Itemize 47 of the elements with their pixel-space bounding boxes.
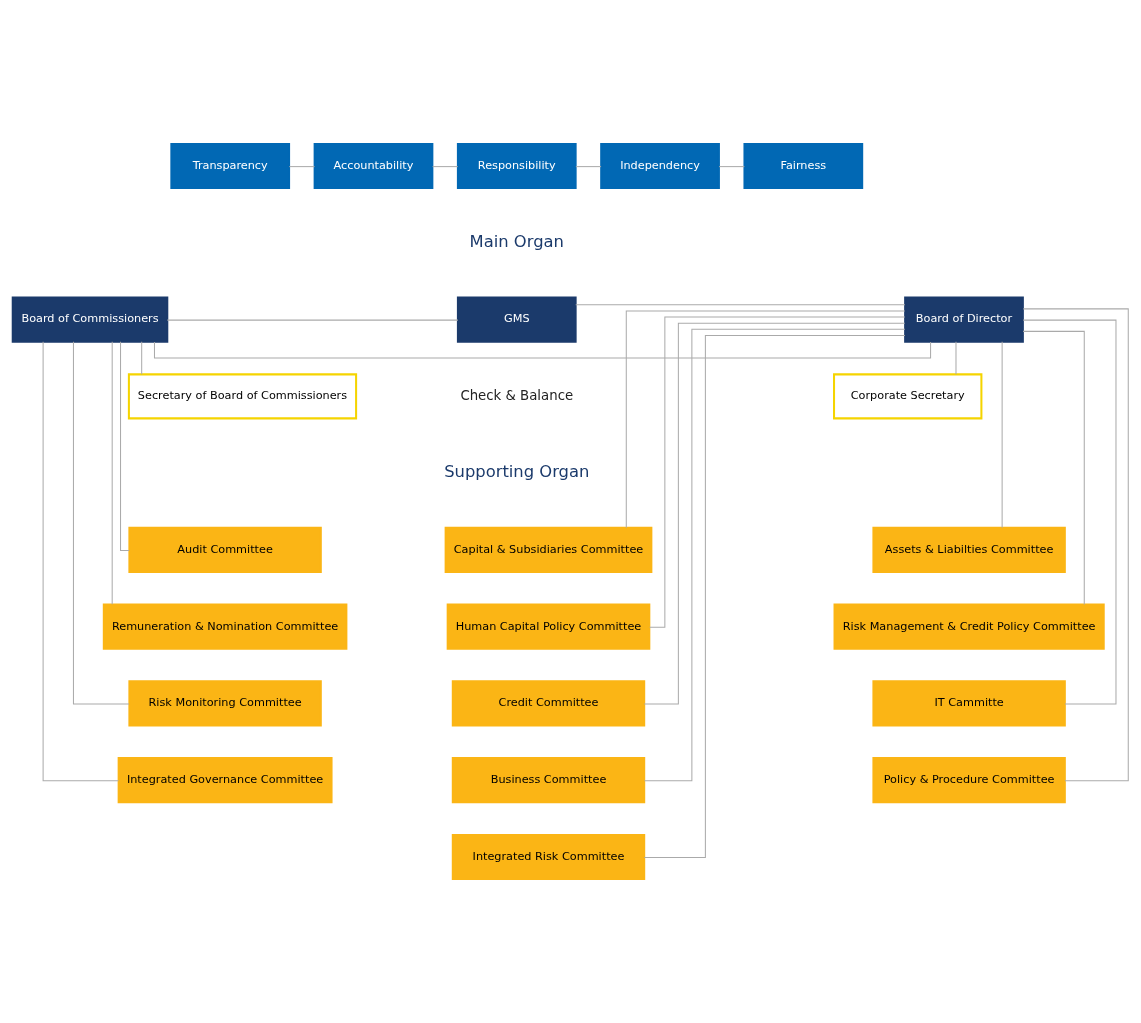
node-box: Risk Management & Credit Policy Committee bbox=[833, 603, 1105, 650]
connector bbox=[1022, 330, 1085, 605]
node-box: Responsibility bbox=[456, 143, 577, 190]
connector bbox=[643, 322, 906, 705]
connector bbox=[141, 341, 143, 375]
node-box: Capital & Subsidiaries Committee bbox=[444, 526, 653, 573]
node-box: Board of Director bbox=[904, 296, 1024, 343]
connector bbox=[153, 341, 932, 359]
connector bbox=[1001, 341, 1003, 529]
connector bbox=[1022, 319, 1117, 705]
node-box: Secretary of Board of Commissioners bbox=[127, 373, 358, 420]
connector bbox=[718, 166, 745, 168]
connector bbox=[120, 341, 130, 551]
connector bbox=[166, 319, 459, 321]
label: Main Organ bbox=[469, 231, 564, 251]
node-box: Audit Committee bbox=[128, 526, 322, 573]
node-box: Business Committee bbox=[451, 757, 646, 804]
node-box: Policy & Procedure Committee bbox=[872, 757, 1066, 804]
label: Check & Balance bbox=[460, 387, 574, 403]
node-box: Fairness bbox=[743, 143, 864, 190]
node-box: Independency bbox=[600, 143, 720, 190]
node-box: Assets & Liabilties Committee bbox=[872, 526, 1066, 573]
node-box: Transparency bbox=[170, 143, 291, 190]
connector bbox=[955, 341, 957, 375]
node-box: Integrated Risk Committee bbox=[451, 833, 646, 880]
node-box: Credit Committee bbox=[451, 680, 646, 727]
node-box: Risk Monitoring Committee bbox=[128, 680, 322, 727]
node-box: Accountability bbox=[313, 143, 434, 190]
node-box: Board of Commissioners bbox=[11, 296, 169, 343]
connector bbox=[643, 334, 906, 858]
node-box: Integrated Governance Committee bbox=[117, 757, 333, 804]
connector bbox=[644, 328, 906, 782]
connector bbox=[288, 166, 316, 168]
node-box: Human Capital Policy Committee bbox=[446, 603, 651, 650]
node-box: GMS bbox=[456, 296, 577, 343]
connector bbox=[72, 341, 130, 705]
node-box: Remuneration & Nomination Committee bbox=[102, 603, 348, 650]
node-box: IT Cammitte bbox=[872, 680, 1066, 727]
connector bbox=[42, 341, 119, 782]
connector bbox=[1022, 308, 1129, 782]
connector bbox=[575, 304, 906, 306]
connector bbox=[625, 310, 906, 529]
label: Supporting Organ bbox=[444, 462, 590, 482]
connector bbox=[432, 166, 459, 168]
connector bbox=[575, 166, 602, 168]
node-box: Corporate Secretary bbox=[833, 373, 983, 420]
connector bbox=[111, 341, 113, 605]
